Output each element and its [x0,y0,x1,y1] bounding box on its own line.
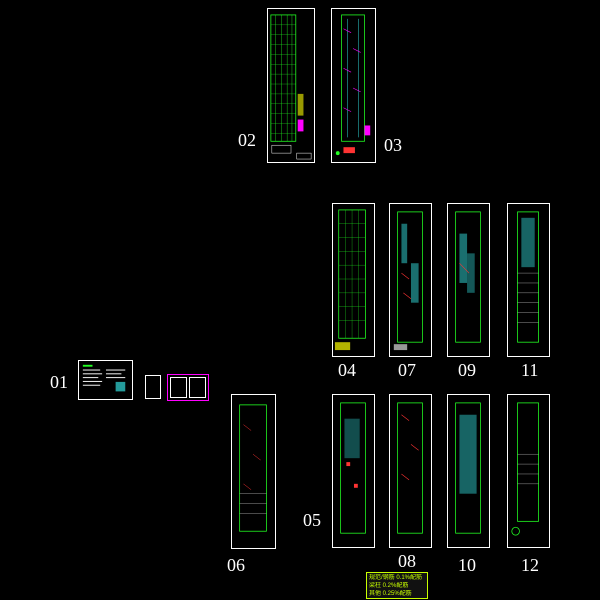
drawing-sheet-small-a[interactable] [145,375,161,399]
sheet-04-grid [334,209,366,351]
reinforcement-legend: 规范/钢筋 0.1%配筋 梁柱 0.2%配筋 其他 0.25%配筋 [366,572,428,599]
sheet-08-plan [397,402,423,534]
sheet-label-09: 09 [458,360,476,380]
sheet-12-plan [511,402,539,536]
drawing-sheet-small-c-inner [189,377,206,398]
sheet-07-plan [393,211,423,351]
sheet-01-notes [82,364,126,392]
sheet-label-10: 10 [458,555,476,575]
sheet-label-02: 02 [238,130,256,150]
legend-line-1: 规范/钢筋 0.1%配筋 [369,575,423,581]
drawing-sheet-02[interactable] [267,8,315,163]
sheet-label-07: 07 [398,360,416,380]
drawing-sheet-10[interactable] [447,394,490,548]
sheet-11-plan [517,211,539,343]
sheet-label-08: 08 [398,551,416,571]
sheet-05-plan [340,402,366,534]
legend-line-2: 梁柱 0.2%配筋 [369,583,409,589]
sheet-label-06: 06 [227,555,245,575]
drawing-sheet-05[interactable] [332,394,375,548]
drawing-sheet-08[interactable] [389,394,432,548]
drawing-sheet-04[interactable] [332,203,375,357]
sheet-02-grid [270,14,312,160]
drawing-sheet-09[interactable] [447,203,490,357]
sheet-label-11: 11 [521,360,539,380]
sheet-03-plan [335,14,371,156]
legend-line-3: 其他 0.25%配筋 [369,591,412,597]
sheet-label-03: 03 [384,135,402,155]
drawing-sheet-03[interactable] [331,8,376,163]
drawing-sheet-11[interactable] [507,203,550,357]
sheet-label-12: 12 [521,555,539,575]
drawing-sheet-01[interactable] [78,360,133,400]
drawing-sheet-small-b[interactable] [167,374,209,401]
sheet-10-plan [455,402,481,534]
sheet-label-05: 05 [303,510,321,530]
sheet-label-04: 04 [338,360,356,380]
sheet-label-01: 01 [50,372,68,392]
drawing-sheet-12[interactable] [507,394,550,548]
sheet-09-plan [455,211,481,343]
drawing-sheet-07[interactable] [389,203,432,357]
drawing-sheet-small-b-inner [170,377,187,398]
sheet-06-plan [239,404,267,532]
drawing-sheet-06[interactable] [231,394,276,549]
